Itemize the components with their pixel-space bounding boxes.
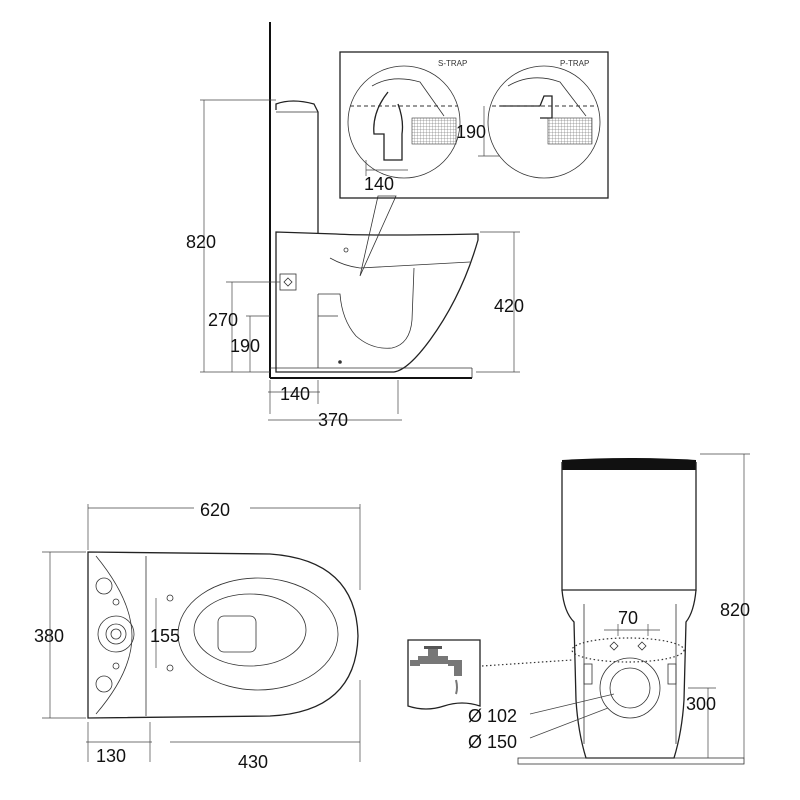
tap-icon bbox=[410, 646, 462, 695]
s-trap-dim-label: 140 bbox=[364, 174, 394, 194]
pipe-inner-label: Ø 102 bbox=[468, 706, 517, 726]
top-outline bbox=[87, 551, 359, 719]
rear-floor bbox=[517, 757, 745, 765]
hole-spacing-label: 70 bbox=[618, 608, 638, 628]
width-label: 380 bbox=[34, 626, 64, 646]
inset-pointer bbox=[359, 195, 397, 277]
rear-cistern bbox=[561, 462, 697, 591]
side-height-label: 820 bbox=[186, 232, 216, 252]
wall-offset-label: 140 bbox=[280, 384, 310, 404]
water-connection-zone bbox=[571, 637, 685, 663]
wall-to-centre-label: 130 bbox=[96, 746, 126, 766]
trapway bbox=[318, 267, 415, 349]
p-trap-label: P-TRAP bbox=[560, 59, 589, 68]
bowl-outline bbox=[275, 231, 479, 373]
cistern-outline bbox=[275, 100, 319, 234]
s-trap-label: S-TRAP bbox=[438, 59, 467, 68]
s-trap-detail bbox=[347, 65, 461, 179]
depth-label: 370 bbox=[318, 410, 348, 430]
p-trap-dim-label: 190 bbox=[456, 122, 486, 142]
outlet-height-label: 420 bbox=[494, 296, 524, 316]
rear-outlet-height-label: 300 bbox=[686, 694, 716, 714]
inset-frame bbox=[339, 51, 609, 199]
supply-link-line bbox=[481, 659, 573, 667]
floor-outlet-height-label: 190 bbox=[230, 336, 260, 356]
length-label: 620 bbox=[200, 500, 230, 520]
trap-inset: S-TRAP P-TRAP 140 190 bbox=[339, 51, 609, 199]
p-trap-detail bbox=[487, 65, 601, 179]
inlet-height-label: 270 bbox=[208, 310, 238, 330]
rear-view: 70 820 300 Ø 102 Ø 150 bbox=[407, 453, 750, 765]
side-view: 820 270 190 420 140 370 bbox=[186, 22, 524, 430]
outlet-outer bbox=[599, 657, 661, 719]
outlet-inner bbox=[609, 667, 651, 709]
top-view: 155 620 380 130 430 bbox=[34, 500, 361, 772]
pipe-outer-label: Ø 150 bbox=[468, 732, 517, 752]
fixing-spacing-label: 155 bbox=[150, 626, 180, 646]
centre-to-front-label: 430 bbox=[238, 752, 268, 772]
seat-ring bbox=[177, 577, 339, 691]
water-supply-box bbox=[407, 639, 481, 710]
rear-height-label: 820 bbox=[720, 600, 750, 620]
cistern-lid bbox=[562, 458, 696, 470]
